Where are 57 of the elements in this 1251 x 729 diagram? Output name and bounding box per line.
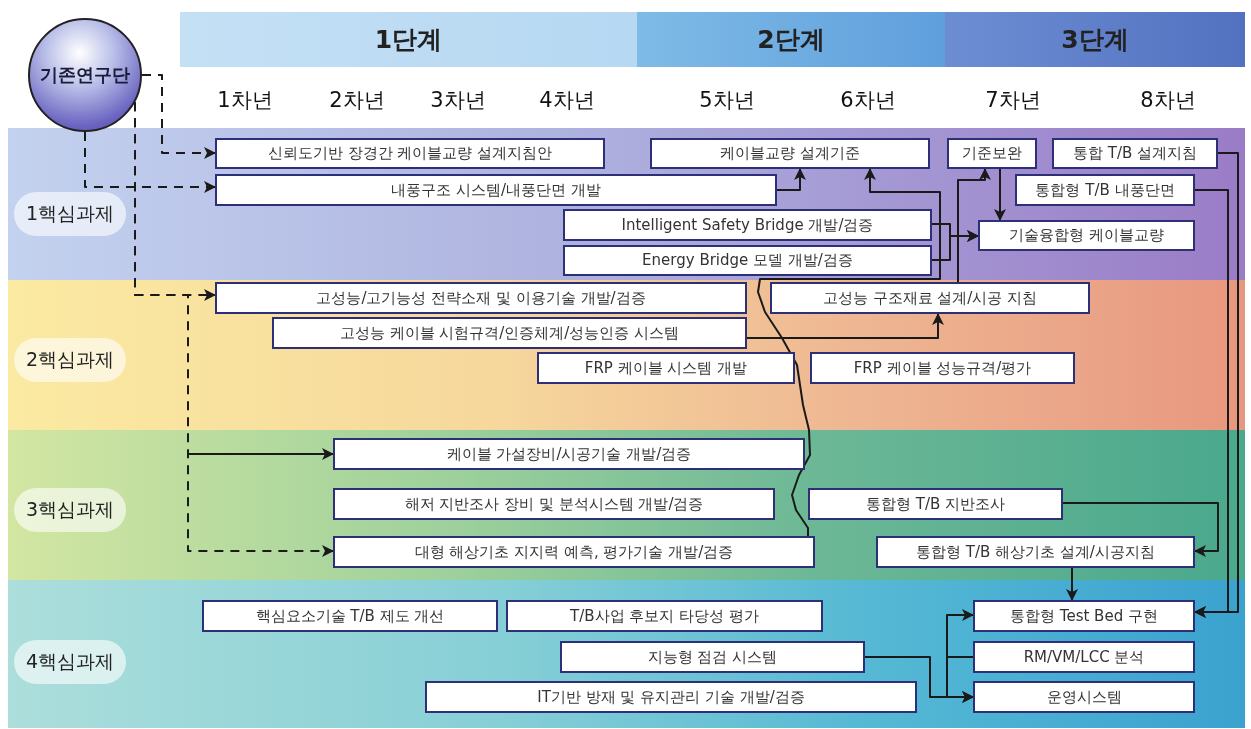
task-box: 핵심요소기술 T/B 제도 개선 <box>202 600 498 632</box>
year-label: 5차년 <box>699 87 755 114</box>
arrow <box>1062 502 1219 557</box>
task-box: T/B사업 후보지 타당성 평가 <box>506 600 823 632</box>
task-pill: 1핵심과제 <box>14 192 126 236</box>
arrow <box>757 168 941 537</box>
task-box: FRP 케이블 시스템 개발 <box>537 352 795 384</box>
arrow <box>141 74 216 159</box>
task-box: 통합형 T/B 해상기초 설계/시공지침 <box>876 536 1195 568</box>
task-pill: 2핵심과제 <box>14 338 126 382</box>
task-box: 운영시스템 <box>973 681 1195 713</box>
arrow <box>1194 189 1229 618</box>
task-pill: 4핵심과제 <box>14 640 126 684</box>
task-box: 기준보완 <box>947 138 1037 169</box>
task-box: 신뢰도기반 장경간 케이블교량 설계지침안 <box>215 138 605 169</box>
year-label: 7차년 <box>985 87 1041 114</box>
task-box: 통합 T/B 설계지침 <box>1052 138 1218 169</box>
arrow <box>1066 567 1078 601</box>
task-box: 고성능 구조재료 설계/시공 지침 <box>770 282 1090 314</box>
arrow <box>994 168 1006 221</box>
task-box: 통합형 T/B 내풍단면 <box>1015 174 1195 206</box>
year-label: 6차년 <box>840 87 896 114</box>
task-box: IT기반 방재 및 유지관리 기술 개발/검증 <box>425 681 917 713</box>
stage-band: 1단계 <box>180 12 637 67</box>
task-box: 내풍구조 시스템/내풍단면 개발 <box>215 174 777 206</box>
task-box: FRP 케이블 성능규격/평가 <box>810 352 1075 384</box>
arrow <box>187 448 334 460</box>
year-label: 1차년 <box>217 87 273 114</box>
stage-band: 2단계 <box>637 12 945 67</box>
year-label: 2차년 <box>329 87 385 114</box>
sphere-node: 기존연구단 <box>28 18 142 132</box>
arrow <box>946 656 974 703</box>
task-box: Intelligent Safety Bridge 개발/검증 <box>563 209 932 241</box>
task-pill: 3핵심과제 <box>14 488 126 532</box>
task-box: RM/VM/LCC 분석 <box>973 641 1195 673</box>
arrow <box>931 230 979 261</box>
task-box: 고성능/고기능성 전략소재 및 이용기술 개발/검증 <box>215 282 747 314</box>
arrow <box>134 101 334 557</box>
task-box: 기술융합형 케이블교량 <box>978 220 1195 251</box>
task-box: 통합형 Test Bed 구현 <box>973 600 1195 632</box>
arrow <box>84 131 216 193</box>
task-box: 케이블 가설장비/시공기술 개발/검증 <box>333 438 805 470</box>
year-label: 3차년 <box>430 87 486 114</box>
stage-band: 3단계 <box>945 12 1245 67</box>
arrow <box>746 313 944 339</box>
task-box: 지능형 점검 시스템 <box>560 641 865 673</box>
arrow <box>776 168 806 191</box>
arrow <box>957 168 991 283</box>
task-box: Energy Bridge 모델 개발/검증 <box>563 245 932 276</box>
year-label: 4차년 <box>539 87 595 114</box>
year-label: 8차년 <box>1140 87 1196 114</box>
arrow <box>946 609 974 658</box>
task-box: 고성능 케이블 시험규격/인증체계/성능인증 시스템 <box>272 317 747 349</box>
task-box: 케이블교량 설계기준 <box>650 138 930 169</box>
task-box: 대형 해상기초 지지력 예측, 평가기술 개발/검증 <box>333 536 815 568</box>
task-box: 해저 지반조사 장비 및 분석시스템 개발/검증 <box>333 488 775 520</box>
task-box: 통합형 T/B 지반조사 <box>808 488 1063 520</box>
